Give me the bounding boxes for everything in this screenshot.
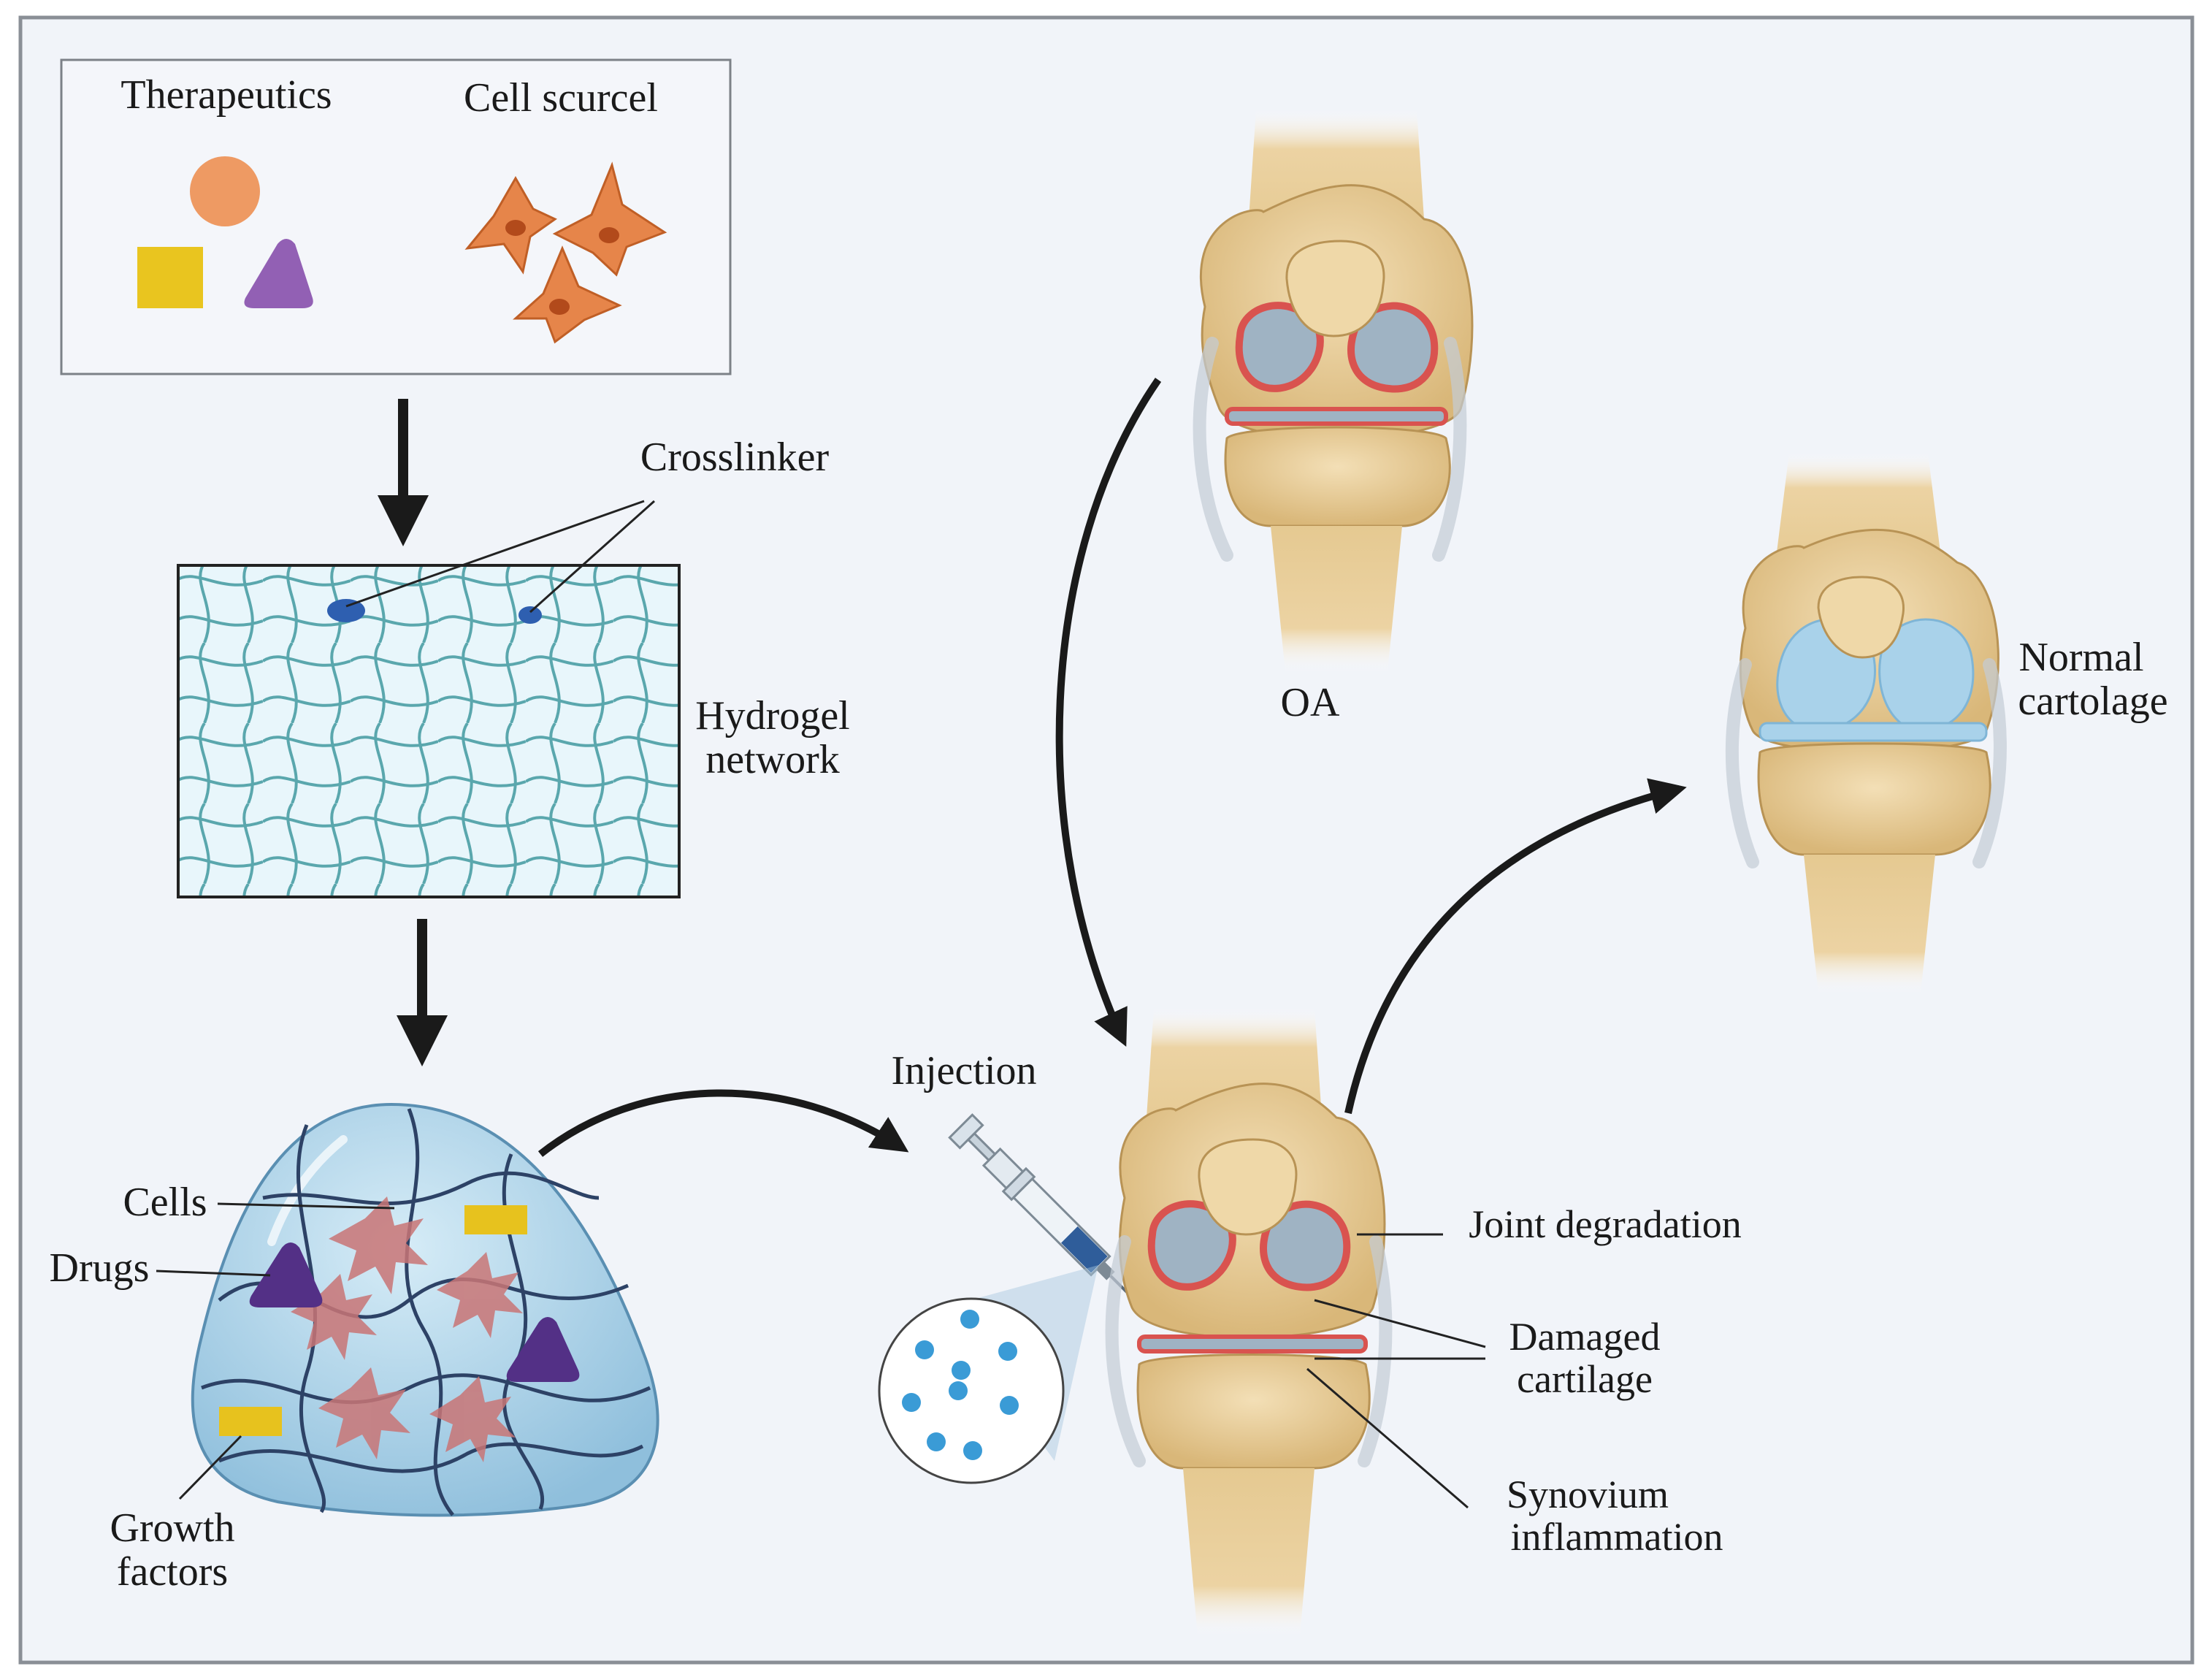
hydrogel-network-label-2: network (705, 737, 840, 782)
growth-factors-label-1: Growth (110, 1505, 234, 1551)
drugs-label: Drugs (50, 1245, 150, 1291)
normal-label-1: Normal (2018, 635, 2143, 680)
oa-label: OA (1281, 680, 1340, 725)
stem-cells-icon (464, 161, 667, 344)
drug-triangle-icon (249, 1242, 323, 1307)
synovium-inflammation-label-2: inflammation (1511, 1515, 1723, 1559)
arrow-oa-to-treated (1055, 378, 1162, 1047)
crosslinker-node (518, 606, 542, 624)
damaged-cartilage-label-1: Damaged (1509, 1315, 1661, 1359)
arrow-treated-to-normal (1344, 778, 1687, 1115)
hydrogel-network (177, 500, 681, 898)
crosslinker-label: Crosslinker (640, 435, 830, 480)
gel-cells (291, 1196, 523, 1462)
synovium-inflammation-label-1: Synovium (1507, 1473, 1669, 1516)
cell-source-label: Cell scurcel (464, 75, 658, 121)
injectable-particles-zoom (878, 1297, 1065, 1484)
drug-triangle-icon (506, 1317, 580, 1382)
therapeutic-square-icon (137, 247, 203, 308)
joint-degradation-label: Joint degradation (1469, 1202, 1741, 1246)
cells-label: Cells (123, 1180, 207, 1225)
normal-knee-illustration (1725, 453, 2007, 993)
therapeutic-circle-icon (190, 156, 260, 226)
crosslinker-node (327, 599, 365, 622)
arrow-gel-to-injection (537, 1089, 909, 1157)
inputs-box: Therapeutics Cell scurcel (60, 58, 732, 375)
loaded-hydrogel-gel (191, 1102, 659, 1517)
injection-label: Injection (891, 1048, 1036, 1093)
normal-label-2: cartolage (2018, 679, 2167, 724)
damaged-cartilage-label-2: cartilage (1517, 1357, 1653, 1401)
therapeutic-triangle-icon (244, 239, 313, 308)
growth-factor-block (219, 1407, 282, 1436)
treated-knee-illustration (1105, 1008, 1393, 1636)
growth-factors-label-2: factors (117, 1549, 228, 1595)
therapeutics-label: Therapeutics (120, 72, 332, 118)
hydrogel-network-label-1: Hydrogel (695, 693, 850, 738)
oa-knee-illustration (1193, 110, 1474, 672)
growth-factor-block (464, 1205, 527, 1234)
